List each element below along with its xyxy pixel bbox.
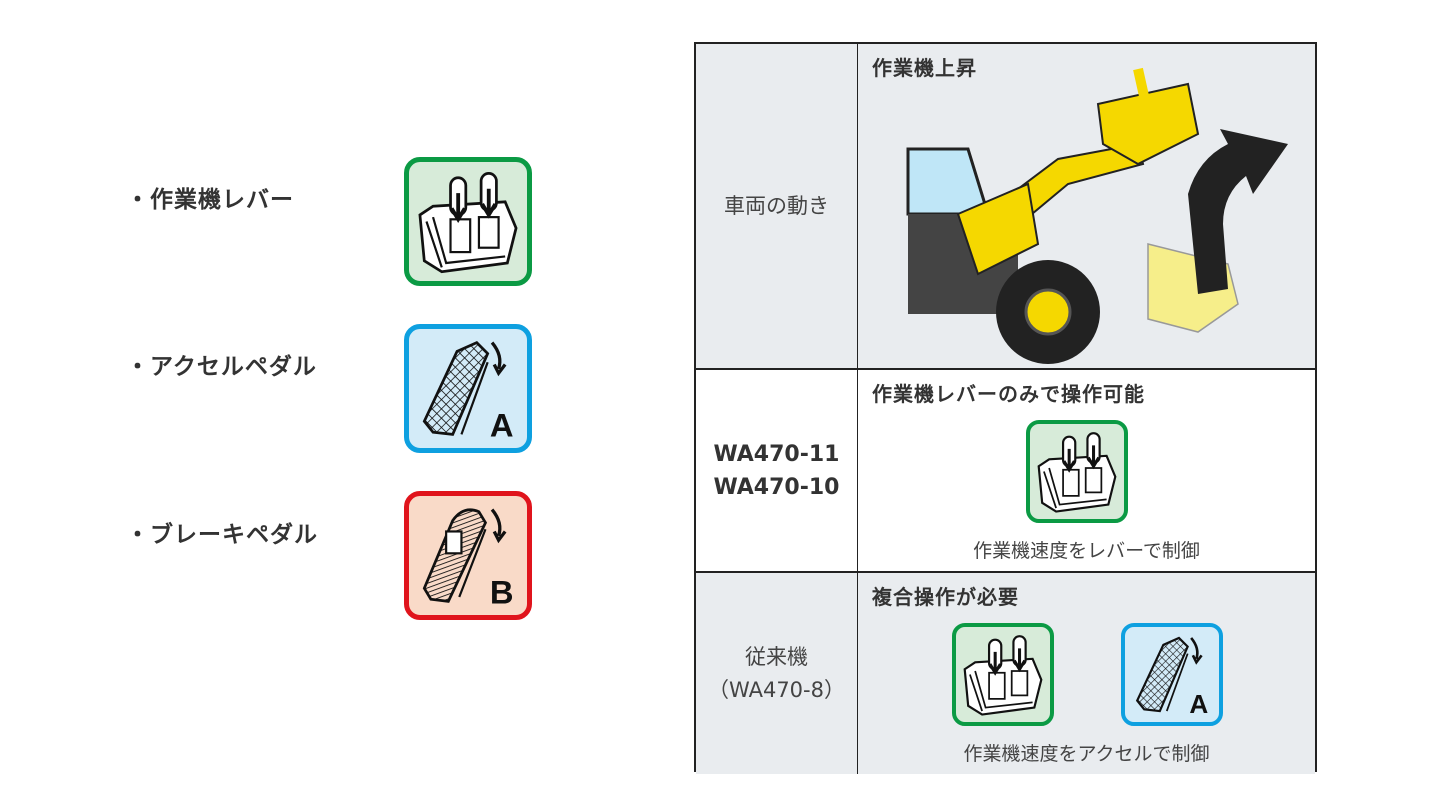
row-label-text: 車両の動き: [724, 193, 829, 218]
row-caption: 作業機速度をアクセルで制御: [963, 743, 1210, 765]
row-label: 従来機 （WA470-8）: [696, 573, 858, 774]
model-wa470-11: WA470-11: [713, 441, 840, 467]
lever-icon: [952, 623, 1054, 726]
wheel-loader-illustration: [906, 67, 1288, 364]
row-heading: 作業機レバーのみで操作可能: [872, 382, 1145, 406]
accelerator-pedal-icon: A: [1121, 623, 1223, 726]
lever-icon: [404, 157, 532, 286]
brake-pedal-icon: B: [404, 491, 532, 620]
badge-a: A: [1189, 689, 1208, 719]
row-label: 車両の動き: [696, 44, 858, 368]
table-row-conventional: 従来機 （WA470-8） 複合操作が必要 A 作業機速度をアクセルで制御: [696, 571, 1315, 774]
model-wa470-8: （WA470-8）: [707, 677, 845, 702]
legend-label-accelerator: ・アクセルペダル: [126, 354, 317, 380]
row-heading: 複合操作が必要: [872, 585, 1019, 609]
table-row-new-models: WA470-11 WA470-10 作業機レバーのみで操作可能 作業機速度をレバ…: [696, 368, 1315, 571]
row-label: WA470-11 WA470-10: [696, 370, 858, 571]
model-wa470-10: WA470-10: [713, 474, 840, 500]
badge-a: A: [490, 407, 514, 444]
comparison-table: 車両の動き 作業機上昇 WA470-11 WA470-10 作業機レバーのみで操…: [694, 42, 1317, 774]
legend-label-brake: ・ブレーキペダル: [126, 522, 318, 548]
legend-label-lever: ・作業機レバー: [126, 187, 294, 213]
row-heading: 作業機上昇: [872, 56, 977, 80]
badge-b: B: [490, 574, 514, 611]
lever-icon: [1026, 420, 1128, 523]
row-caption: 作業機速度をレバーで制御: [973, 540, 1200, 562]
accelerator-pedal-icon: A: [404, 324, 532, 453]
table-row-movement: 車両の動き 作業機上昇: [696, 44, 1315, 368]
conventional-label: 従来機: [745, 644, 808, 669]
